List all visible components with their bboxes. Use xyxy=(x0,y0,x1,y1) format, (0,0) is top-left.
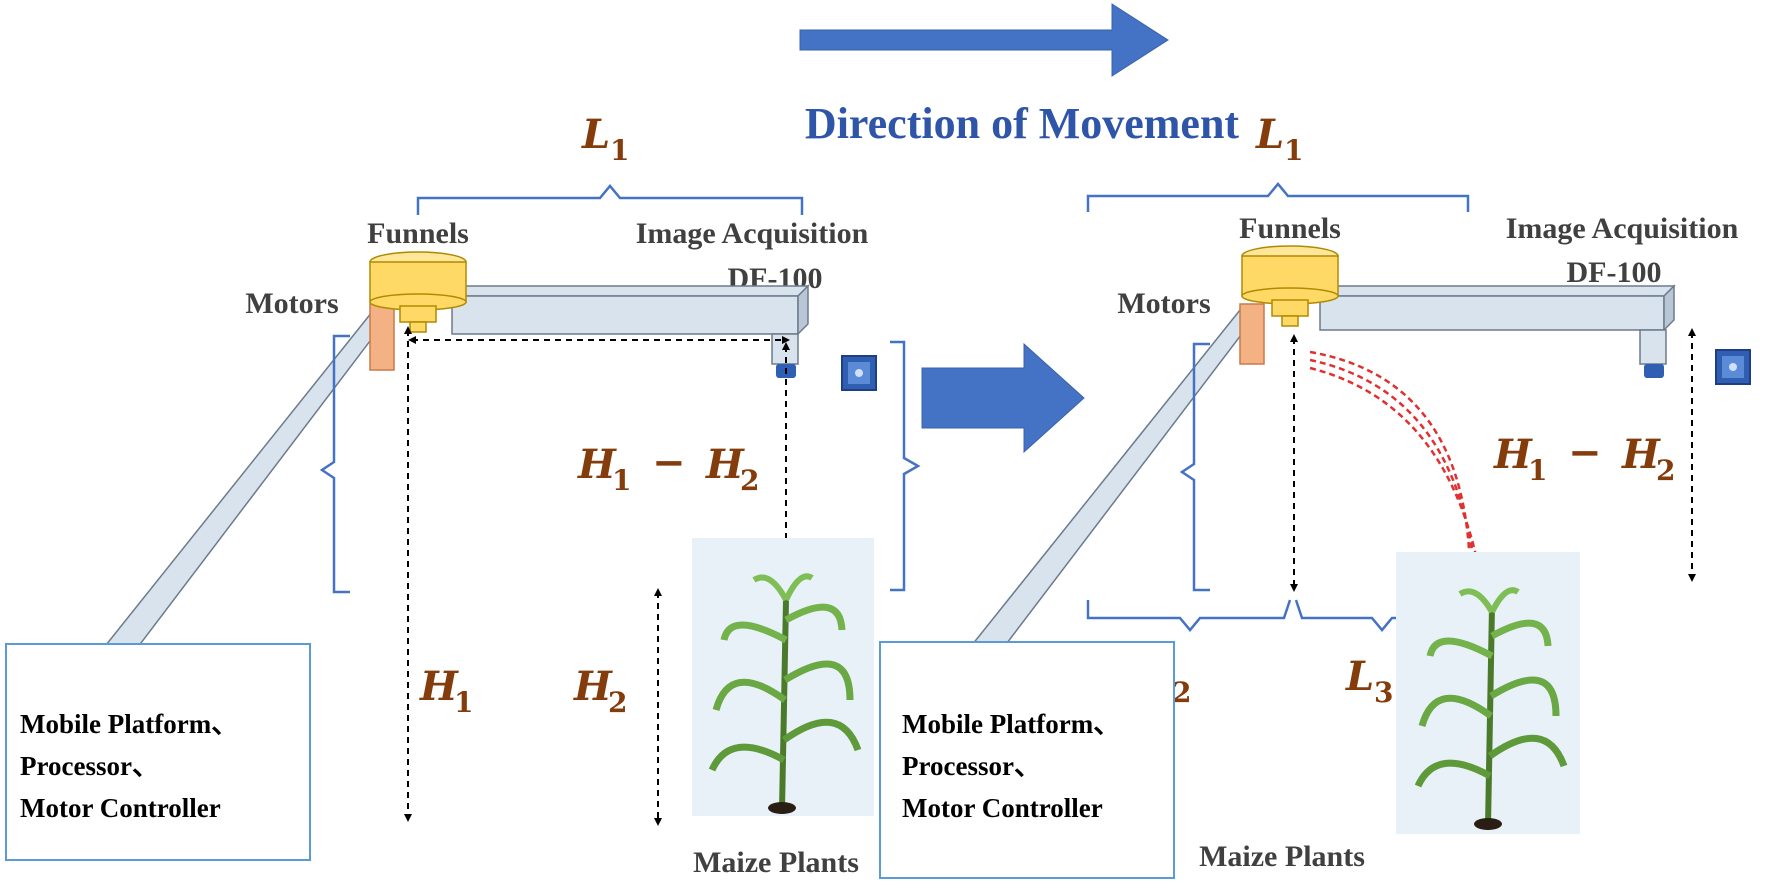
right-funnel-icon xyxy=(1241,245,1339,327)
svg-text:1: 1 xyxy=(610,134,629,167)
left-motor-brace xyxy=(319,334,350,594)
svg-text:L: L xyxy=(1345,653,1374,700)
svg-text:2: 2 xyxy=(1656,454,1675,487)
svg-text:−: − xyxy=(1568,429,1602,476)
svg-text:1: 1 xyxy=(454,686,473,719)
svg-text:2: 2 xyxy=(1172,676,1191,709)
right-l1-brace xyxy=(1086,182,1470,212)
svg-text:Motor Controller: Motor Controller xyxy=(902,793,1103,823)
left-right-brace xyxy=(890,340,921,592)
svg-text:L: L xyxy=(1255,111,1284,158)
right-camera-lens-icon xyxy=(1644,364,1664,378)
page-title: Direction of Movement xyxy=(805,99,1240,148)
left-maize-plants-label: Maize Plants xyxy=(693,846,859,879)
left-h1-minus-h2-label: H 1 − H 2 xyxy=(577,439,759,497)
right-h1-minus-h2-label: H 1 − H 2 xyxy=(1493,429,1675,487)
right-l1-label: L 1 xyxy=(1255,111,1303,167)
svg-text:−: − xyxy=(652,439,686,486)
right-motors-label: Motors xyxy=(1117,287,1210,320)
right-maize-plants-label: Maize Plants xyxy=(1199,840,1365,873)
svg-text:Mobile Platform、: Mobile Platform、 xyxy=(20,709,238,739)
svg-text:1: 1 xyxy=(1528,454,1547,487)
svg-text:Processor、: Processor、 xyxy=(902,751,1041,781)
left-l1-label: L 1 xyxy=(581,111,629,167)
left-l1-brace xyxy=(416,184,804,215)
left-camera-icon xyxy=(841,355,877,391)
right-l2-brace xyxy=(1086,599,1292,632)
left-panel: L 1 Funnels Image Acquisition DF-100 Mot… xyxy=(5,111,921,879)
right-horizontal-beam xyxy=(1318,284,1676,365)
svg-text:H: H xyxy=(577,441,617,488)
left-h2-label: H 2 xyxy=(573,663,627,719)
right-diagonal-beam xyxy=(966,309,1262,686)
left-motors-label: Motors xyxy=(245,287,338,320)
left-diagonal-beam xyxy=(100,311,394,686)
left-funnels-label: Funnels xyxy=(367,217,469,250)
right-motor-brace xyxy=(1179,342,1210,592)
left-horizontal-beam xyxy=(450,284,810,365)
svg-text:Processor、: Processor、 xyxy=(20,751,159,781)
left-image-acq-label: Image Acquisition xyxy=(636,217,869,250)
direction-arrow-icon xyxy=(799,3,1169,77)
right-panel: L 1 Funnels Image Acquisition DF-100 Mot… xyxy=(879,111,1751,879)
right-maize-plant-icon xyxy=(1396,552,1580,834)
svg-text:2: 2 xyxy=(608,686,627,719)
svg-text:1: 1 xyxy=(1284,134,1303,167)
left-h1-label: H 1 xyxy=(419,663,473,719)
svg-text:H: H xyxy=(1621,431,1661,478)
svg-text:Motor Controller: Motor Controller xyxy=(20,793,221,823)
svg-text:L: L xyxy=(581,111,610,158)
svg-text:Mobile Platform、: Mobile Platform、 xyxy=(902,709,1120,739)
right-camera-icon xyxy=(1715,349,1751,385)
svg-text:H: H xyxy=(1493,431,1533,478)
right-df100-label: DF-100 xyxy=(1567,256,1662,289)
right-spray-trajectory xyxy=(1309,350,1488,593)
svg-text:3: 3 xyxy=(1374,676,1393,709)
right-platform-box: Mobile Platform、 Processor、 Motor Contro… xyxy=(879,641,1175,879)
svg-text:H: H xyxy=(419,663,459,710)
middle-direction-arrow-icon xyxy=(921,342,1085,454)
left-funnel-icon xyxy=(369,251,467,333)
svg-text:1: 1 xyxy=(612,464,631,497)
right-image-acq-label: Image Acquisition xyxy=(1506,212,1739,245)
right-l3-label: L 3 xyxy=(1345,653,1393,709)
right-motor xyxy=(1239,303,1265,365)
right-funnels-label: Funnels xyxy=(1239,212,1341,245)
svg-text:2: 2 xyxy=(740,464,759,497)
left-maize-plant-icon xyxy=(692,538,874,816)
svg-text:H: H xyxy=(705,441,745,488)
left-platform-box: Mobile Platform、 Processor、 Motor Contro… xyxy=(5,643,311,861)
svg-text:H: H xyxy=(573,663,613,710)
left-motor xyxy=(369,303,395,371)
